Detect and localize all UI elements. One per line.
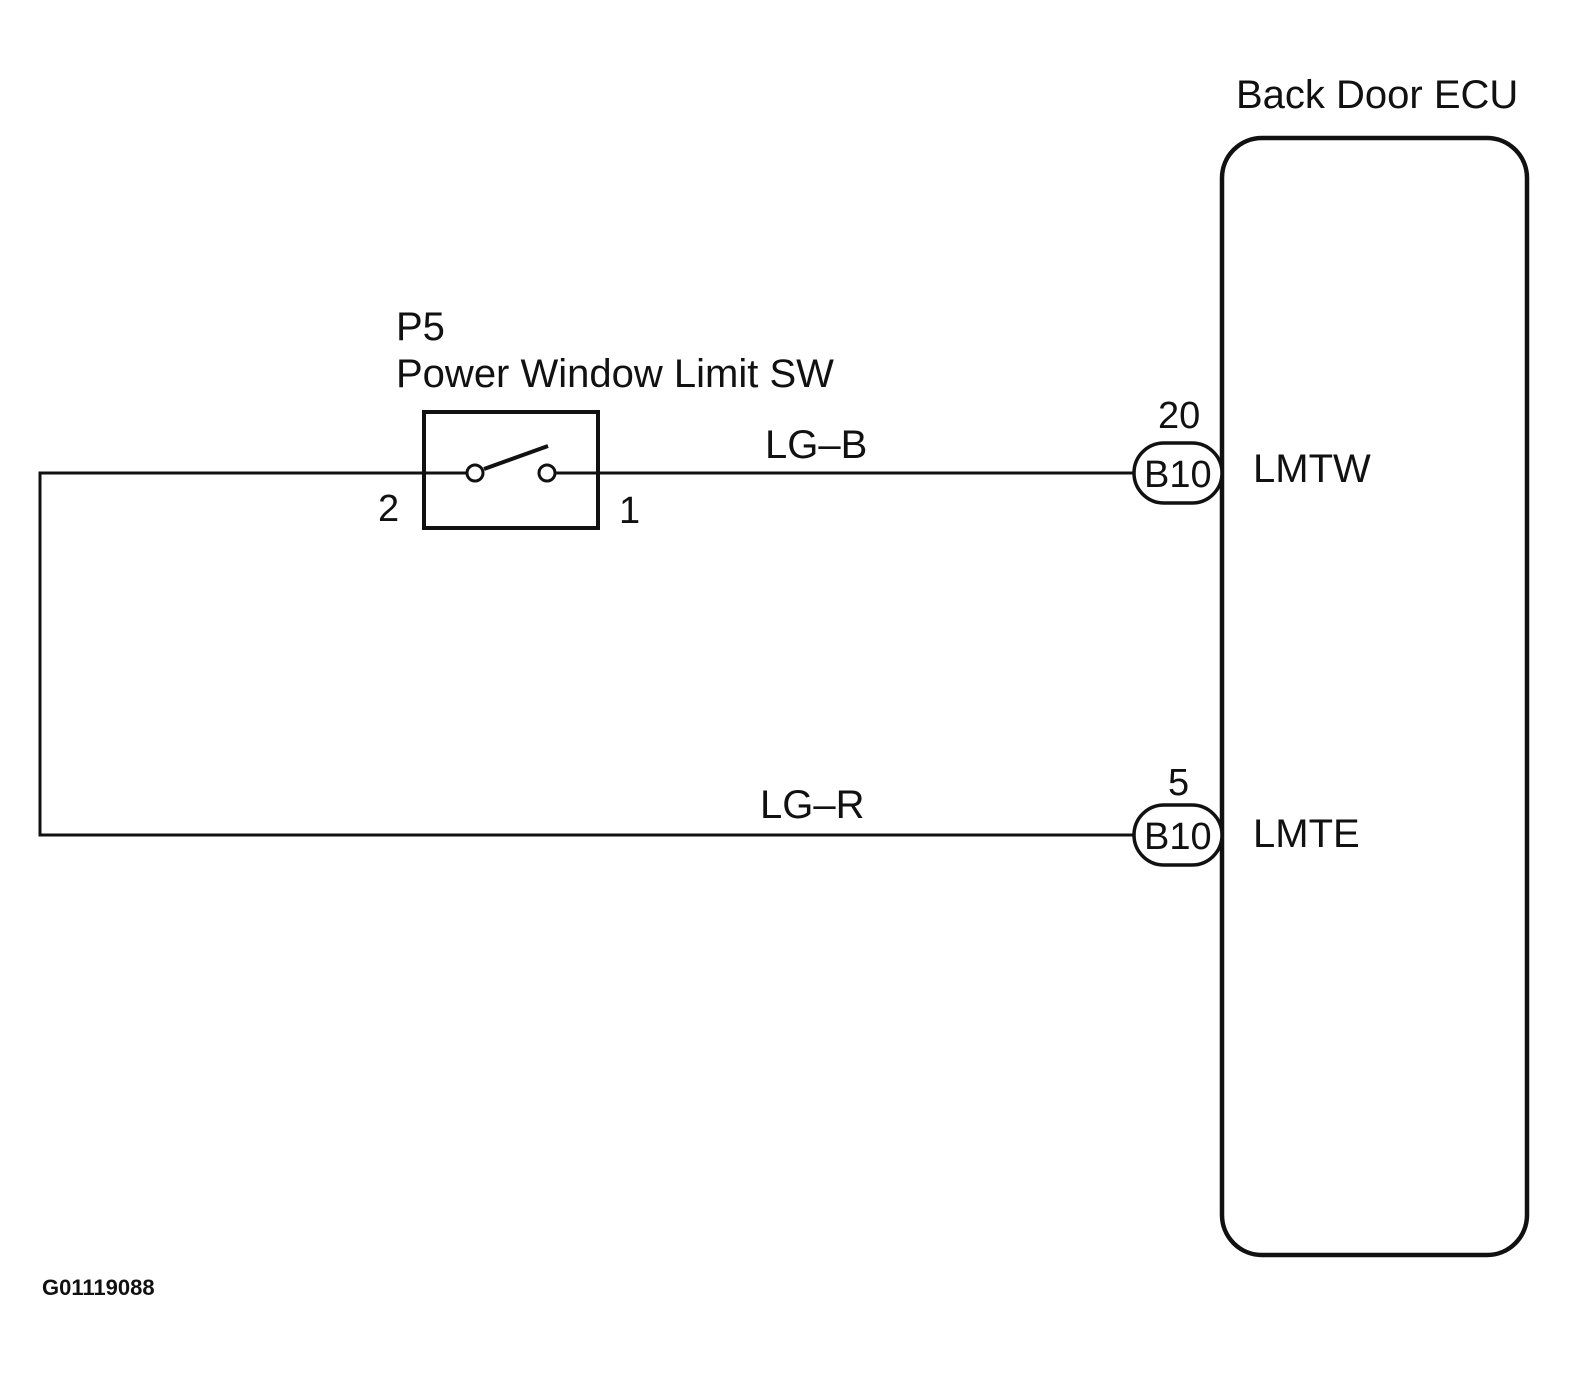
ecu-title: Back Door ECU [1236,73,1518,117]
switch-pin-right: 1 [619,490,640,532]
terminal-lmte: LMTE [1253,812,1360,856]
connector-label-lower: B10 [1144,816,1212,858]
connector-label-upper: B10 [1144,454,1212,496]
pin-number-20: 20 [1158,395,1200,437]
switch-contact-arm [483,444,549,471]
terminal-lmtw: LMTW [1253,447,1371,491]
ecu-box [1219,135,1530,1258]
wire-label-lg-b: LG–B [765,423,867,467]
switch-contact-left [465,463,485,483]
switch-contact-right [537,463,557,483]
switch-code: P5 [396,305,445,349]
switch-pin-left: 2 [378,488,399,530]
switch-box [422,410,600,530]
figure-id: G01119088 [42,1275,155,1300]
wire-label-lg-r: LG–R [760,783,865,827]
connector-b10-upper [1132,441,1224,505]
connector-b10-lower [1132,803,1224,867]
wire-lg-r [38,471,1134,837]
switch-name: Power Window Limit SW [396,352,834,396]
pin-number-5: 5 [1168,762,1189,804]
